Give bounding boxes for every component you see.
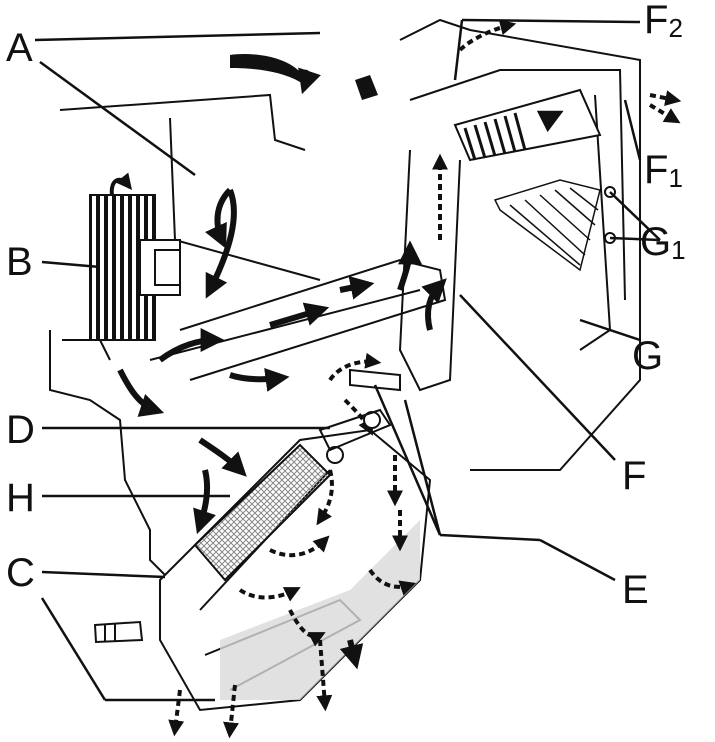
dashed-airflow-arrows [168, 19, 682, 739]
leader-a [39, 60, 196, 177]
corrugated-duct [453, 88, 602, 162]
label-f2: F2 [644, 0, 683, 43]
label-h: H [6, 476, 35, 520]
flap-linkage [318, 368, 401, 464]
top-clip [355, 75, 378, 100]
leader-f2 [461, 18, 641, 24]
leader-f1 [623, 99, 642, 161]
leader-g1 [609, 191, 661, 241]
side-pipe [93, 620, 144, 644]
heater-core [193, 443, 332, 582]
label-c: C [6, 551, 35, 595]
label-e: E [622, 568, 649, 612]
leader-c [41, 570, 166, 579]
leader-g [579, 318, 641, 342]
airflow-arrows [117, 67, 564, 670]
blower-top-arrow [109, 172, 133, 196]
label-b: B [6, 240, 33, 284]
leader-c-lower [40, 597, 107, 701]
bracket [493, 179, 601, 272]
label-g1: G1 [640, 220, 686, 265]
label-d: D [6, 408, 35, 452]
label-f1: F1 [644, 148, 683, 193]
leader-b [41, 260, 101, 269]
blower-fan [89, 194, 181, 341]
leader-f [459, 294, 616, 461]
lower-housing-shade [220, 520, 420, 700]
label-f: F [622, 454, 647, 498]
top-rule-line [34, 31, 321, 42]
label-a: A [6, 26, 33, 70]
leader-e [539, 538, 616, 582]
label-g: G [632, 334, 664, 378]
intake-flap [230, 54, 305, 82]
leader-lines [34, 18, 661, 702]
